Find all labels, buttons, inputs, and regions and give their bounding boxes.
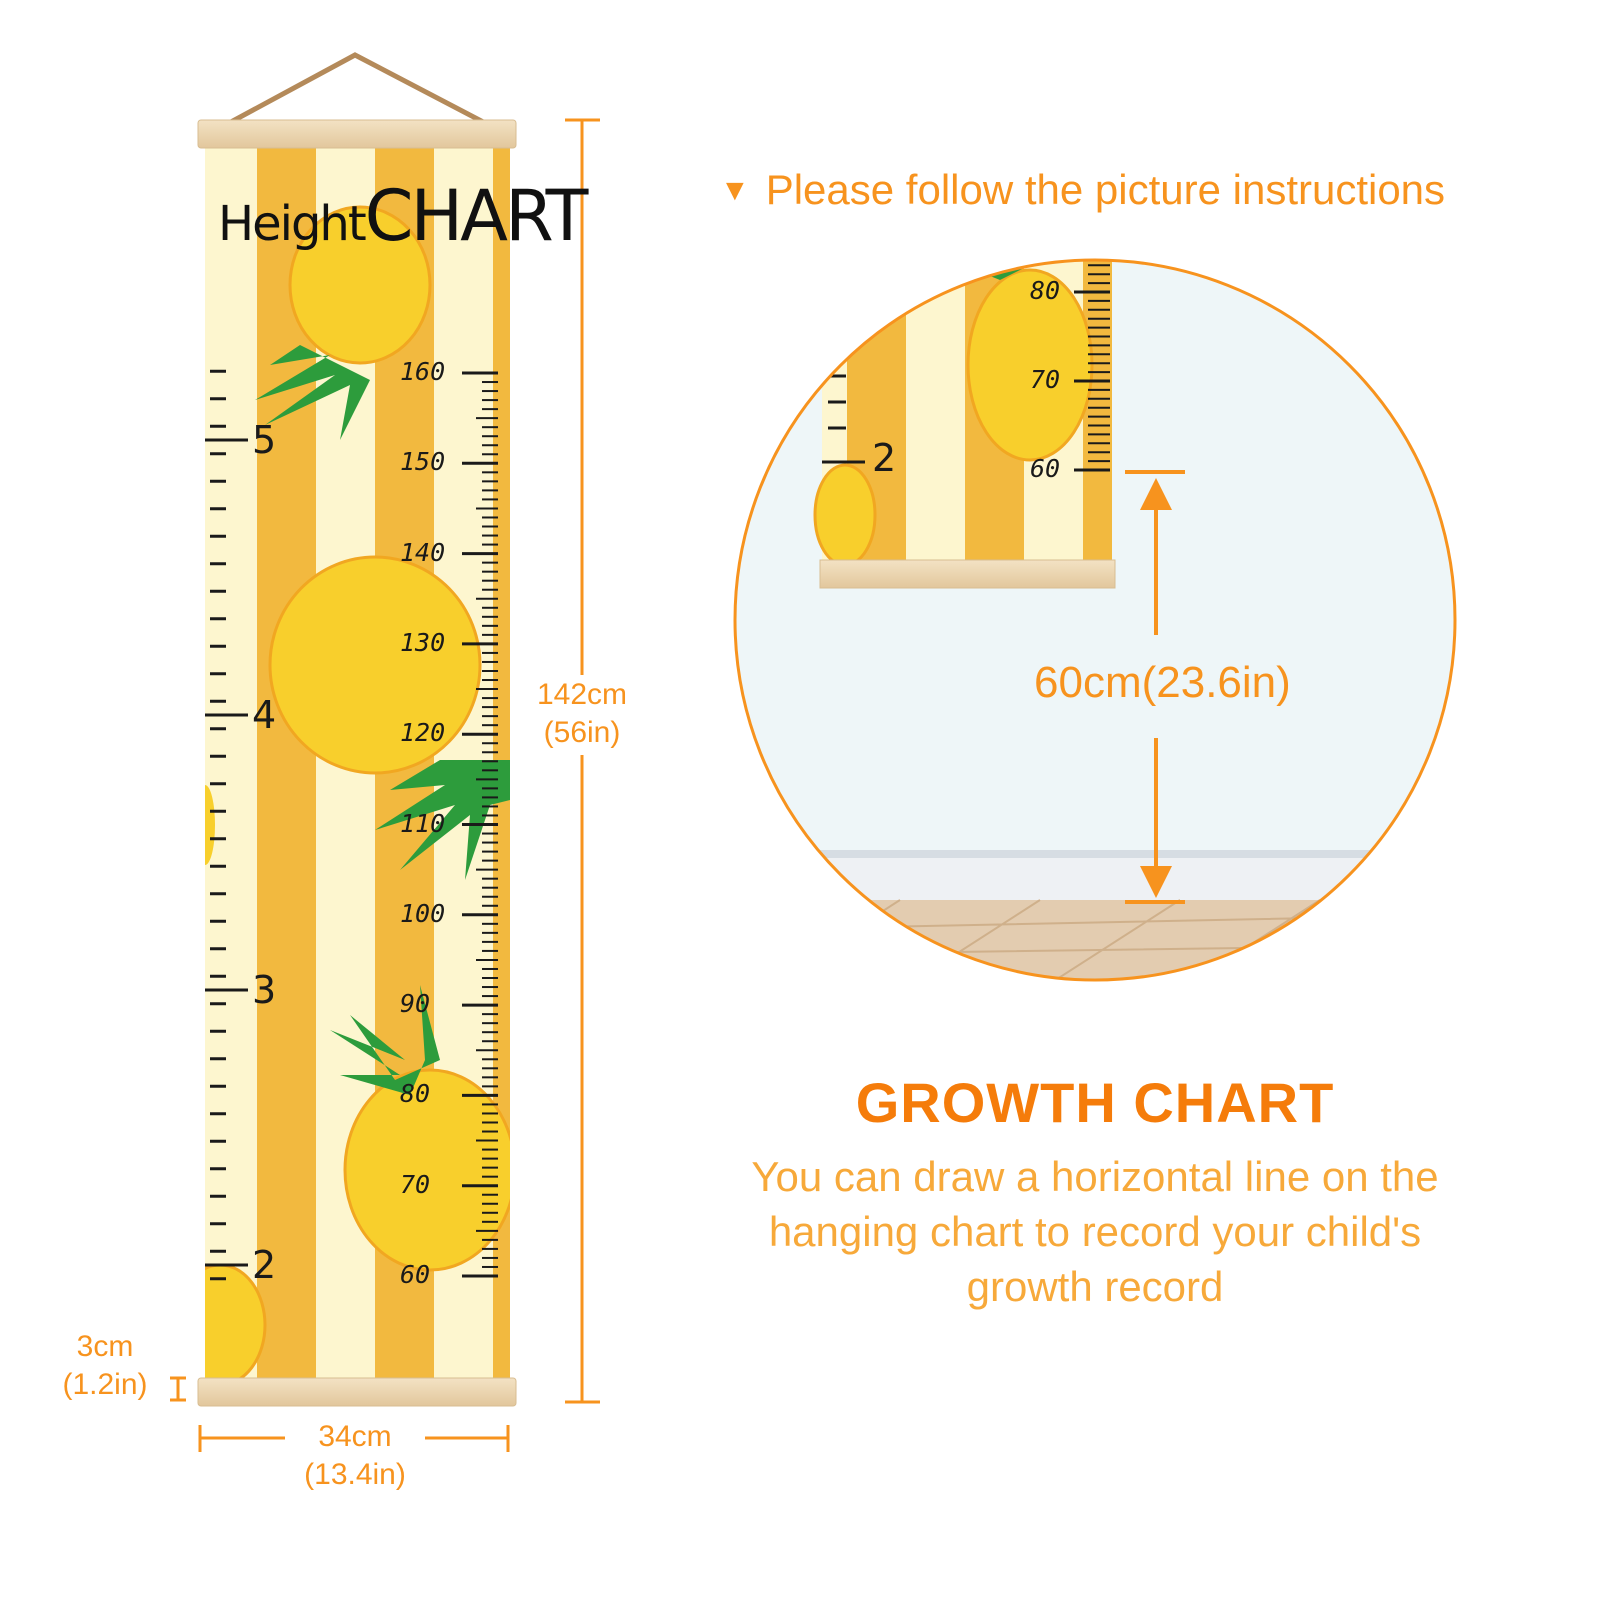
cm-label: 160 xyxy=(400,357,446,386)
zoom-circle-border xyxy=(733,258,1457,982)
inch-ruler-ticks xyxy=(205,369,248,1281)
top-wooden-rod xyxy=(197,119,517,149)
zoom-inch-label: 2 xyxy=(872,436,897,480)
pineapple-icon xyxy=(330,985,510,1272)
zoom-illustration xyxy=(735,260,1455,980)
inch-label: 4 xyxy=(252,693,277,737)
cm-label: 120 xyxy=(400,718,446,748)
cm-label: 90 xyxy=(400,989,431,1019)
cm-label: 60 xyxy=(400,1260,431,1289)
bottom-rod-dimension-label: 3cm (1.2in) xyxy=(62,1330,148,1401)
banner-title-chart: CHART xyxy=(364,175,589,257)
cm-ruler-ticks xyxy=(462,371,498,1278)
inch-label: 5 xyxy=(252,418,277,462)
cm-label: 140 xyxy=(400,537,446,567)
inch-label: 3 xyxy=(252,968,277,1012)
cm-label: 130 xyxy=(400,627,446,657)
height-dimension-label: 142cm (56in) xyxy=(536,678,628,749)
zoom-wooden-rod xyxy=(819,559,1116,589)
info-description: You can draw a horizontal line on the ha… xyxy=(751,1153,1439,1310)
zoom-cm-label: 80 xyxy=(1030,276,1061,305)
pineapple-icon xyxy=(255,205,432,440)
triangle-down-icon: ▼ xyxy=(720,174,750,207)
pineapple-icon xyxy=(205,785,215,865)
inch-label: 2 xyxy=(252,1243,277,1287)
banner-title-height: Height xyxy=(218,196,367,252)
instructions-heading: ▼Please follow the picture instructions xyxy=(720,166,1446,213)
info-block: GROWTH CHART You can draw a horizontal l… xyxy=(700,1070,1490,1314)
cm-label: 80 xyxy=(400,1079,431,1109)
pineapple-icon xyxy=(268,555,510,880)
bottom-wooden-rod xyxy=(197,1377,517,1407)
cm-label: 100 xyxy=(400,898,446,928)
banner-title: HeightCHART xyxy=(218,175,589,257)
zoom-cm-label: 70 xyxy=(1030,365,1061,394)
width-dimension-label: 34cm (13.4in) xyxy=(304,1420,406,1491)
cm-label: 70 xyxy=(400,1169,431,1199)
info-title: GROWTH CHART xyxy=(855,1071,1335,1134)
hanging-rope xyxy=(203,52,512,139)
mount-height-label: 60cm(23.6in) xyxy=(1030,658,1295,708)
zoom-cm-label: 60 xyxy=(1030,454,1061,483)
cm-label: 150 xyxy=(400,447,446,477)
cm-label: 110 xyxy=(400,808,446,838)
